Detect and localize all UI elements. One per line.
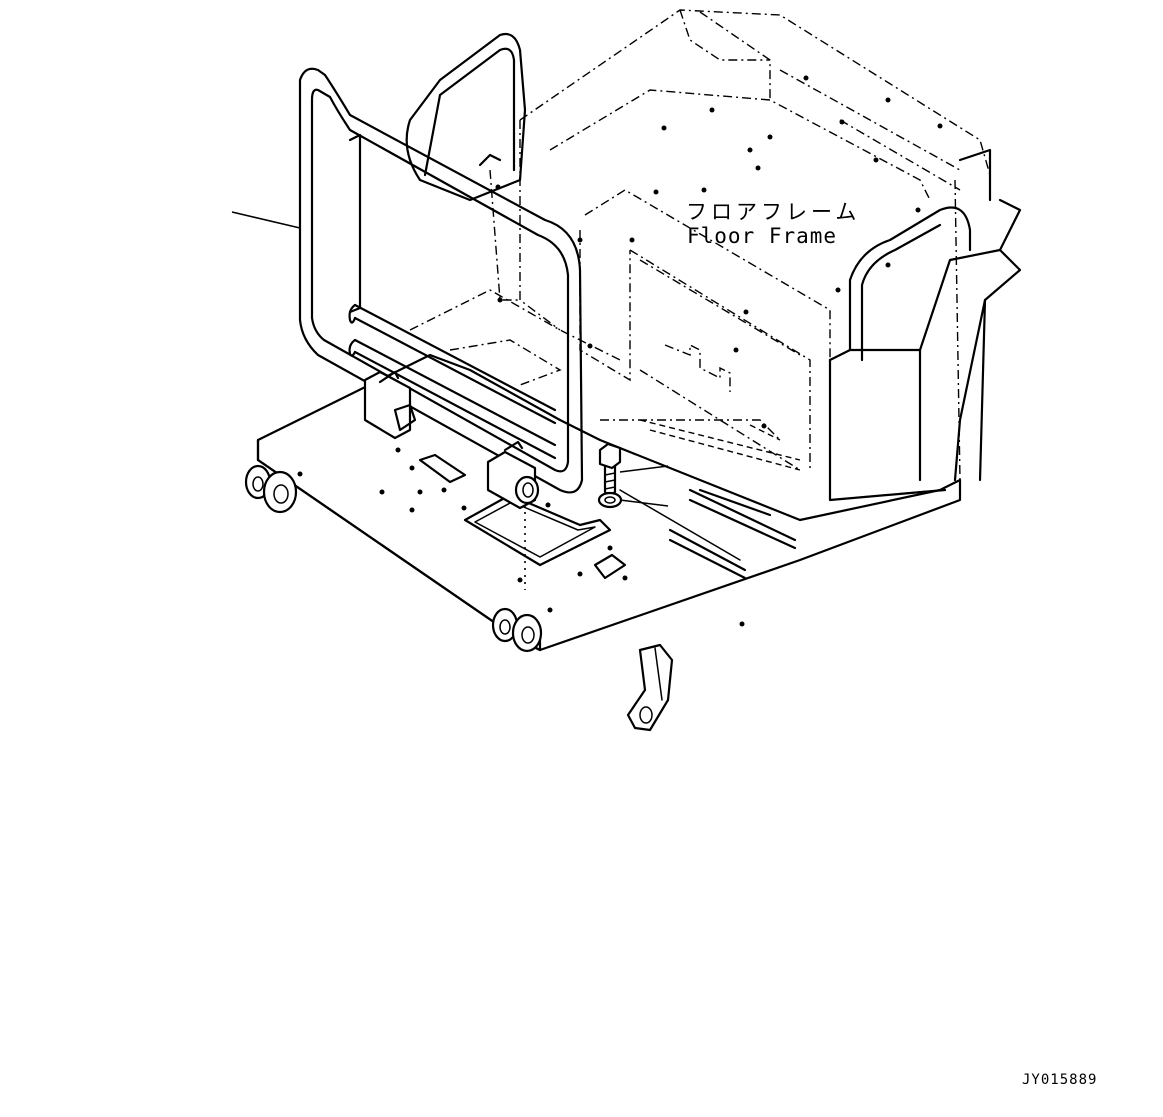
right-console — [828, 148, 1022, 502]
floor-frame-label-en: Floor Frame — [687, 224, 838, 248]
rear-handrail — [405, 32, 527, 202]
mount-lugs — [244, 464, 543, 653]
drawing-code: JY015889 — [1022, 1072, 1098, 1088]
bolt — [598, 442, 622, 496]
leader-lines — [231, 211, 669, 590]
washer — [597, 491, 623, 509]
lower-bracket — [626, 643, 674, 732]
floor-frame-label-jp: フロアフレーム — [686, 200, 861, 224]
hole-dots — [297, 75, 943, 627]
front-guard — [298, 67, 584, 510]
